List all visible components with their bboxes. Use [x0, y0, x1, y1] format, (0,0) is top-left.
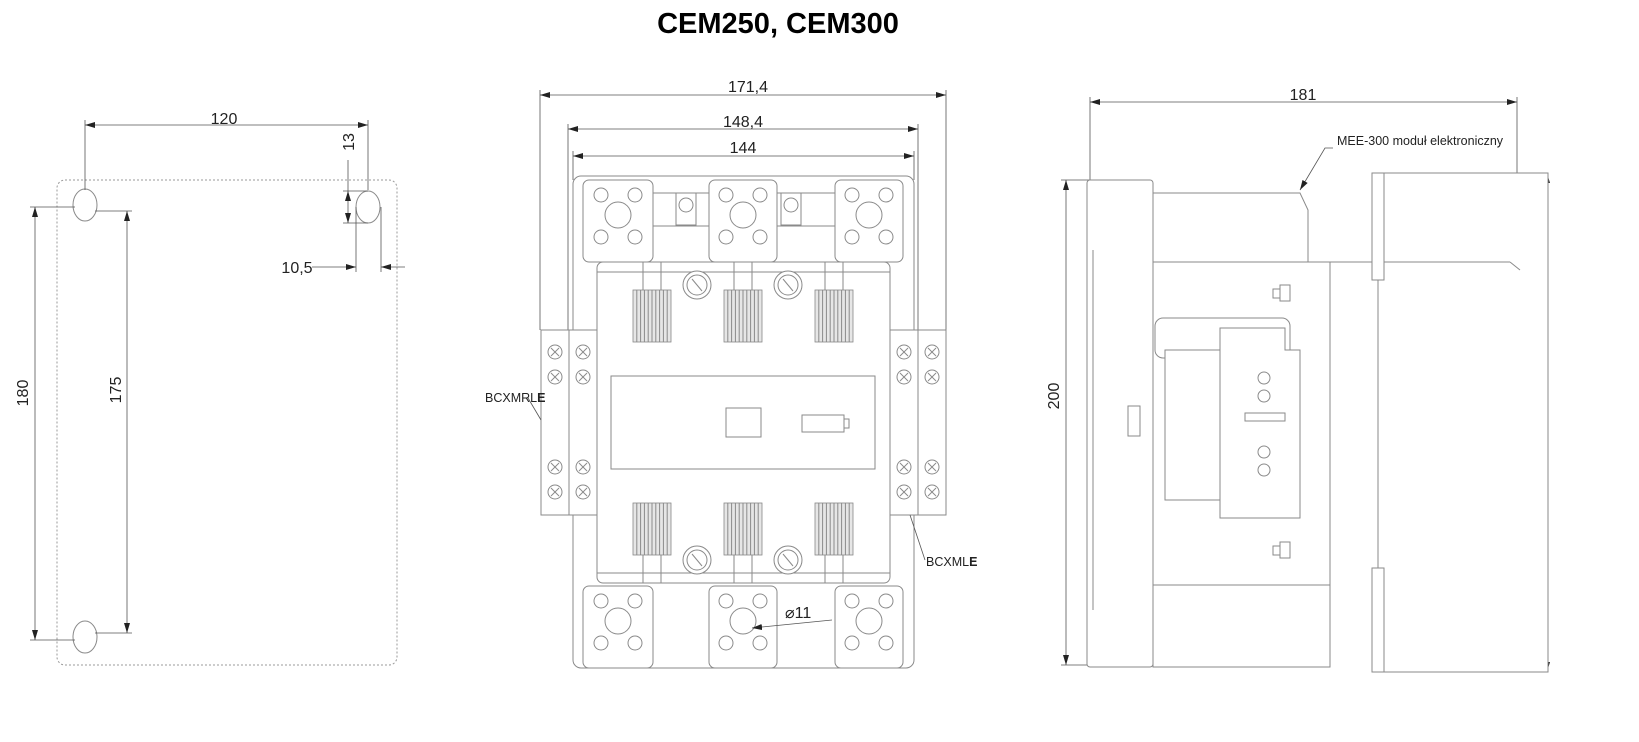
terminal-screw-hole	[844, 229, 860, 245]
aux-screw-icon	[575, 344, 591, 360]
terminal-screw-hole	[593, 229, 609, 245]
terminal-bolt-hole	[604, 201, 632, 229]
drawing-title: CEM250, CEM300	[657, 8, 899, 40]
front-view: 171,4 148,4 144	[485, 79, 977, 669]
aux-contact-right	[889, 329, 947, 516]
terminal-screw-hole	[593, 187, 609, 203]
terminal-screw-hole	[844, 635, 860, 651]
dim-181: 181	[1290, 87, 1317, 104]
terminal-screw-hole	[718, 593, 734, 609]
terminal-screw-hole	[593, 635, 609, 651]
label-bcxmle: BCXMLE	[926, 555, 977, 569]
knurled-contact	[723, 502, 763, 583]
knurled-contact	[632, 502, 672, 583]
aux-screw-icon	[896, 344, 912, 360]
terminal-screw-hole	[752, 593, 768, 609]
aux-screw-icon	[896, 484, 912, 500]
aux-screw-icon	[547, 484, 563, 500]
terminal-bolt-hole	[855, 607, 883, 635]
terminal-screw-hole	[593, 593, 609, 609]
terminal-screw-hole	[718, 635, 734, 651]
knurled-contact	[723, 262, 763, 343]
label-bcxmrle: BCXMRLE	[485, 391, 545, 405]
terminal-screw-hole	[752, 187, 768, 203]
terminal-screw-hole	[627, 593, 643, 609]
electronic-module	[1152, 192, 1309, 263]
mounting-outline	[56, 179, 398, 666]
knurled-contact	[632, 262, 672, 343]
aux-screw-icon	[896, 459, 912, 475]
terminal-screw-hole	[878, 229, 894, 245]
terminal-screw-hole	[718, 229, 734, 245]
terminal-screw-hole	[627, 187, 643, 203]
aux-screw-icon	[575, 484, 591, 500]
knurled-contact	[814, 502, 854, 583]
aux-screw-icon	[924, 459, 940, 475]
aux-screw-icon	[924, 344, 940, 360]
aux-screw-icon	[547, 459, 563, 475]
dim-10-5: 10,5	[281, 260, 312, 277]
terminal-screw-hole	[844, 593, 860, 609]
terminal-bolt-hole	[729, 201, 757, 229]
terminal-screw-hole	[718, 187, 734, 203]
terminal-screw-hole	[844, 187, 860, 203]
knurled-contact	[814, 262, 854, 343]
terminal-screw-hole	[752, 229, 768, 245]
bottom-terminals	[582, 585, 904, 669]
top-terminals	[582, 179, 904, 263]
dim-148-4: 148,4	[723, 114, 763, 131]
mounting-hole	[355, 190, 381, 224]
dim-200: 200	[1046, 383, 1063, 410]
mounting-hole	[72, 188, 98, 222]
terminal-screw-hole	[878, 635, 894, 651]
aux-screw-icon	[547, 369, 563, 385]
terminal-bolt-hole	[729, 607, 757, 635]
dim-171-4: 171,4	[728, 79, 768, 96]
terminal-bolt-hole	[855, 201, 883, 229]
aux-contact-left	[540, 329, 598, 516]
coil-assembly	[1219, 327, 1301, 519]
aux-screw-icon	[575, 369, 591, 385]
dim-120: 120	[211, 111, 238, 128]
aux-screw-icon	[924, 369, 940, 385]
terminal-screw-hole	[627, 229, 643, 245]
aux-screw-icon	[547, 344, 563, 360]
terminal-bolt-hole	[604, 607, 632, 635]
terminal-screw-hole	[878, 187, 894, 203]
aux-screw-icon	[575, 459, 591, 475]
mounting-view: 120 13 10,5 180 175	[15, 111, 405, 666]
dim-diameter-11: ⌀11	[785, 605, 811, 622]
terminal-screw-hole	[627, 635, 643, 651]
aux-screw-icon	[924, 484, 940, 500]
side-view: 181 MEE-300 moduł elektroniczny 200 205	[1046, 87, 1550, 673]
terminal-screw-hole	[752, 635, 768, 651]
dim-144: 144	[730, 140, 757, 157]
terminal-screw-hole	[878, 593, 894, 609]
label-mee-300-module: MEE-300 moduł elektroniczny	[1337, 134, 1504, 148]
dim-13: 13	[341, 133, 358, 151]
base-plate	[1086, 179, 1154, 668]
mounting-hole	[72, 620, 98, 654]
aux-screw-icon	[896, 369, 912, 385]
dim-175: 175	[108, 377, 125, 404]
dim-180: 180	[15, 380, 32, 407]
cover-box	[1377, 172, 1549, 673]
